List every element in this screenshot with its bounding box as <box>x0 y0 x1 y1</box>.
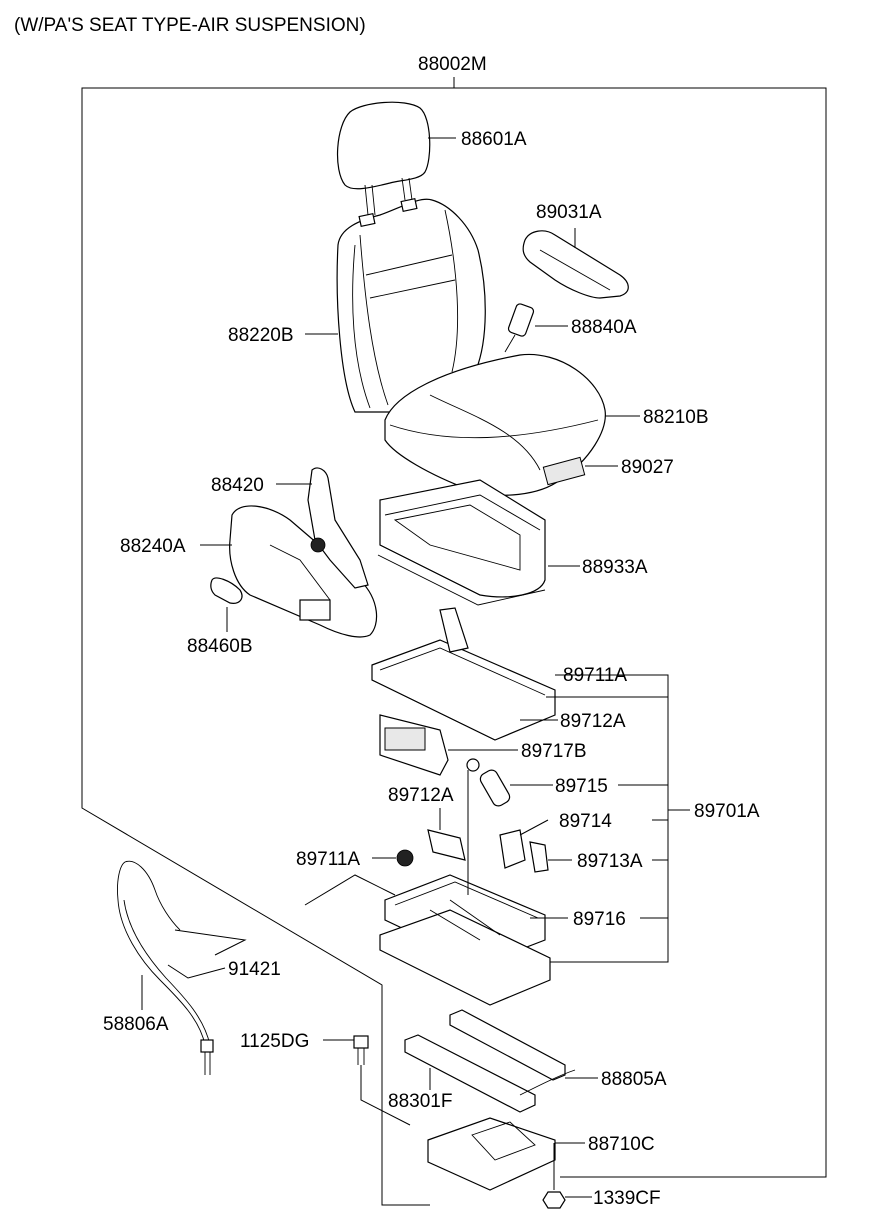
upper-frame-drawing <box>371 607 556 741</box>
seat-back-drawing <box>336 197 486 413</box>
nut-drawing <box>542 1191 566 1209</box>
height-motor-drawing <box>379 714 449 776</box>
part-label-89031A: 89031A <box>536 202 602 223</box>
headrest-drawing <box>336 101 431 216</box>
part-label-89713A: 89713A <box>577 851 643 872</box>
part-label-89027: 89027 <box>621 457 674 478</box>
assembly-bracket <box>81 77 827 1206</box>
leader-lines <box>141 137 690 1198</box>
part-label-88220B: 88220B <box>228 325 294 346</box>
part-label-89717B: 89717B <box>521 741 587 762</box>
part-label-89715: 89715 <box>555 776 608 797</box>
part-label-88460B: 88460B <box>187 636 253 657</box>
linkage-parts-drawing <box>396 829 549 873</box>
side-cover-drawing <box>229 505 378 638</box>
seat-cushion-drawing <box>384 353 606 496</box>
diagram-title: (W/PA'S SEAT TYPE-AIR SUSPENSION) <box>14 15 366 36</box>
part-label-1125DG: 1125DG <box>240 1031 309 1052</box>
seat-pan-drawing <box>377 479 546 606</box>
part-label-89712A-left: 89712A <box>388 785 454 806</box>
recliner-drawing <box>307 467 369 589</box>
handle-drawing <box>210 577 243 604</box>
part-label-88601A: 88601A <box>461 129 527 150</box>
assembly-number-label: 88002M <box>418 54 487 75</box>
part-label-88210B: 88210B <box>643 407 709 428</box>
part-label-89711A-left: 89711A <box>296 849 360 870</box>
part-label-88805A: 88805A <box>601 1069 667 1090</box>
part-label-89712A-top: 89712A <box>560 711 626 732</box>
part-label-88710C: 88710C <box>588 1134 655 1155</box>
part-label-88420: 88420 <box>211 475 264 496</box>
part-label-88840A: 88840A <box>571 317 637 338</box>
part-label-58806A: 58806A <box>103 1014 169 1035</box>
mounting-plate-drawing <box>427 1117 556 1191</box>
part-label-88301F: 88301F <box>388 1091 452 1112</box>
bolt-drawing <box>353 1035 369 1065</box>
part-label-91421: 91421 <box>228 959 281 980</box>
suspension-base-drawing <box>379 874 551 1006</box>
belt-buckle-drawing <box>504 303 535 353</box>
part-label-88933A: 88933A <box>582 557 648 578</box>
part-label-89714: 89714 <box>559 811 612 832</box>
air-spring-drawing <box>466 758 511 807</box>
release-cable-drawing <box>117 860 214 1075</box>
part-label-1339CF: 1339CF <box>593 1188 661 1209</box>
part-label-88240A: 88240A <box>120 536 186 557</box>
armrest-drawing <box>522 230 629 299</box>
part-label-89701A: 89701A <box>694 801 760 822</box>
part-label-89711A-top: 89711A <box>563 665 627 686</box>
slide-rails-drawing <box>404 1009 576 1113</box>
part-label-89716: 89716 <box>573 909 626 930</box>
